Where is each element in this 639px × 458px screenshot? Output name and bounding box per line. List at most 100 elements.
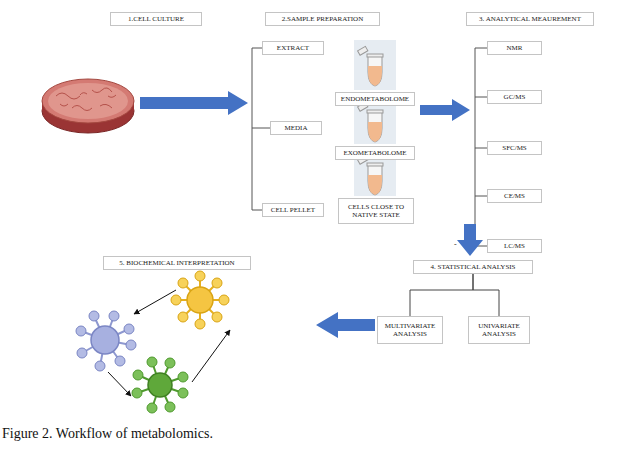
stage-heading: 1.CELL CULTURE bbox=[110, 12, 202, 26]
figure-caption: Figure 2. Workflow of metabolomics. bbox=[2, 426, 213, 442]
network-arrow bbox=[134, 290, 176, 314]
network-leaf bbox=[178, 388, 188, 398]
network-leaf bbox=[77, 348, 87, 358]
stage-heading: 3. ANALYTICAL MEAUREMENT bbox=[466, 12, 594, 26]
process-box: MEDIA bbox=[270, 121, 322, 135]
network-spoke bbox=[176, 276, 224, 324]
node-text: 4. STATISTICAL ANALYSIS bbox=[430, 263, 515, 271]
node-text: ENDOMETABOLOME bbox=[341, 95, 409, 103]
network-leaf bbox=[212, 278, 222, 288]
node-text: CELL PELLET bbox=[271, 206, 315, 214]
bracket-line bbox=[252, 48, 270, 210]
tube-liquid bbox=[368, 66, 382, 86]
stage-heading: 4. STATISTICAL ANALYSIS bbox=[413, 260, 533, 274]
node-text: MULTIVARIATE ANALYSIS bbox=[380, 322, 440, 339]
process-box: MULTIVARIATE ANALYSIS bbox=[377, 316, 443, 344]
node-text: 2.SAMPLE PREPARATION bbox=[282, 15, 363, 23]
sample-tube bbox=[358, 155, 383, 195]
process-box: CELL PELLET bbox=[262, 203, 324, 217]
flow-arrow bbox=[316, 312, 375, 338]
process-box: NMR bbox=[487, 41, 542, 55]
tube-body bbox=[368, 56, 382, 86]
process-box: EXOMETABOLOME bbox=[335, 146, 415, 160]
node-text: 1.CELL CULTURE bbox=[128, 15, 184, 23]
stage-heading: 2.SAMPLE PREPARATION bbox=[265, 12, 380, 26]
network-arrow bbox=[192, 330, 230, 382]
tube-rim bbox=[367, 163, 383, 166]
tube-backdrop bbox=[354, 40, 396, 90]
network-leaf bbox=[124, 324, 134, 334]
tube-backdrop bbox=[354, 100, 396, 144]
tree-connector bbox=[410, 274, 473, 316]
sample-tube bbox=[358, 102, 383, 142]
flow-arrow bbox=[420, 99, 470, 121]
process-box: ENDOMETABOLOME bbox=[335, 92, 415, 106]
process-box: CELLS CLOSE TO NATIVE STATE bbox=[338, 198, 414, 224]
process-box: EXTRACT bbox=[262, 41, 324, 55]
network-leaf bbox=[89, 311, 99, 321]
node-text: NMR bbox=[507, 44, 523, 52]
network-leaf bbox=[178, 312, 188, 322]
stage-heading: 5. BIOCHEMICAL INTERPRETATION bbox=[103, 256, 251, 270]
sample-tube bbox=[358, 46, 383, 86]
process-box: GC/MS bbox=[487, 90, 542, 104]
node-text: SFC/MS bbox=[502, 144, 527, 152]
network-leaf bbox=[147, 403, 157, 413]
process-box: SFC/MS bbox=[487, 141, 542, 155]
network-hub bbox=[187, 287, 213, 313]
network-leaf bbox=[132, 388, 142, 398]
cell-texture bbox=[56, 88, 116, 111]
tube-backdrop bbox=[354, 154, 396, 196]
stray-mark: - bbox=[454, 240, 457, 249]
flow-arrow bbox=[140, 91, 248, 115]
connector-layer bbox=[410, 274, 499, 316]
tube-body bbox=[368, 112, 382, 142]
process-box: UNIVARIATE ANALYSIS bbox=[468, 316, 530, 344]
node-text: UNIVARIATE ANALYSIS bbox=[471, 322, 527, 339]
node-text: MEDIA bbox=[285, 124, 308, 132]
network-leaf bbox=[178, 278, 188, 288]
network-leaf bbox=[212, 312, 222, 322]
network-leaf bbox=[126, 340, 136, 350]
network-leaf bbox=[195, 319, 205, 329]
network-leaf bbox=[219, 295, 229, 305]
node-text: 3. ANALYTICAL MEAUREMENT bbox=[479, 15, 581, 23]
node-text: EXOMETABOLOME bbox=[343, 149, 406, 157]
node-text: CE/MS bbox=[504, 192, 525, 200]
tube-rim bbox=[367, 54, 383, 57]
network-hub bbox=[148, 373, 172, 397]
network-leaf bbox=[165, 358, 175, 368]
network-leaf bbox=[76, 326, 86, 336]
node-text: CELLS CLOSE TO NATIVE STATE bbox=[341, 203, 411, 220]
tube-liquid bbox=[368, 175, 382, 195]
network-leaf bbox=[171, 295, 181, 305]
network-leaf bbox=[95, 361, 105, 371]
tube-rim bbox=[367, 110, 383, 113]
network-leaf bbox=[165, 402, 175, 412]
node-text: LC/MS bbox=[504, 242, 525, 250]
tree-connector bbox=[473, 274, 499, 316]
network-leaf bbox=[147, 357, 157, 367]
network-leaf bbox=[133, 370, 143, 380]
tube-body bbox=[368, 165, 382, 195]
network-leaf bbox=[178, 372, 188, 382]
cell-layer bbox=[48, 83, 128, 119]
tube-liquid bbox=[368, 122, 382, 142]
petri-dish bbox=[42, 79, 134, 133]
network-hub bbox=[91, 326, 119, 354]
network-spoke bbox=[81, 316, 131, 366]
process-box: LC/MS bbox=[487, 239, 542, 253]
network-illustration bbox=[76, 271, 230, 413]
node-text: EXTRACT bbox=[277, 44, 309, 52]
dish-rim bbox=[42, 79, 134, 123]
bracket-line bbox=[475, 48, 487, 246]
network-leaf bbox=[195, 271, 205, 281]
network-leaf bbox=[115, 356, 125, 366]
flow-arrow bbox=[457, 224, 483, 256]
tube-cap bbox=[358, 46, 368, 55]
network-arrow bbox=[108, 372, 131, 396]
node-text: GC/MS bbox=[504, 93, 526, 101]
process-box: CE/MS bbox=[487, 189, 542, 203]
